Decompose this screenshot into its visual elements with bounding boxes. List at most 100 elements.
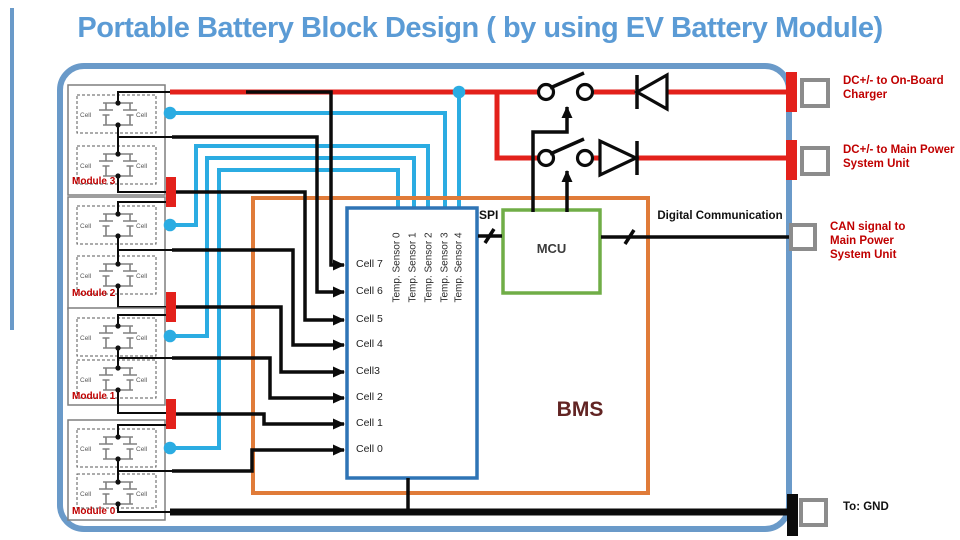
dc-onboard-charger-label: DC+/- to On-Board Charger [843,75,944,102]
cell-text: Cell [136,273,148,280]
cell-text: Cell [136,377,148,384]
module-3: Cell Cell Cell Cell [67,84,172,196]
cell-text: Cell [80,112,92,119]
switch-blade [549,137,585,156]
junction-dot [115,261,121,267]
bus-wiring [478,228,792,245]
module-junction-bar [166,399,176,429]
module-2-label: Module 2 [72,288,116,299]
bms-label: BMS [556,398,604,421]
diode-discharge [598,138,640,178]
temp-probe-dot [163,106,177,120]
temp-probe-dot [163,218,177,232]
cell-text: Cell [136,491,148,498]
switch-control-wiring [531,106,573,212]
switch-contact [575,148,595,168]
mcu-box [501,208,602,295]
afe-cell0-label: Cell 0 [356,443,383,455]
switch-contact [536,148,556,168]
temp-probe-dot [163,441,177,455]
diode-charge [633,72,669,112]
cell3-wire [176,305,345,378]
cell6-wire [172,135,345,298]
afe-cell6-label: Cell 6 [356,285,383,297]
diagram-container-border [57,63,792,532]
afe-cell5-label: Cell 5 [356,313,383,325]
module-2-taps [117,201,172,308]
module-0: Cell Cell Cell Cell [67,419,172,521]
module-0-taps [117,424,172,513]
cell-text: Cell [136,446,148,453]
afe-cell7-label: Cell 7 [356,258,383,270]
cell-text: Cell [136,112,148,119]
page-title: Portable Battery Block Design ( by using… [77,12,883,44]
cell0-wire [172,444,345,473]
temp-probe-dot [452,85,466,99]
can-signal-label: CAN signal to Main Power System Unit [830,221,906,262]
cell-text: Cell [80,335,92,342]
dc-main-power-label: DC+/- to Main Power System Unit [843,144,955,171]
connector-square-main [800,146,830,176]
cell5-wire [176,190,345,326]
cell-text: Cell [80,223,92,230]
cell7-wire [246,90,345,271]
cell4-wire [172,248,345,351]
temp-sensor-4-label: Temp. Sensor 4 [453,232,465,303]
module-1-taps [117,314,172,414]
connector-square-can [789,223,817,251]
cell-text: Cell [80,491,92,498]
gnd-label: To: GND [843,501,889,513]
cell1-wire [176,412,345,430]
afe-cell1-label: Cell 1 [356,417,383,429]
cell-text: Cell [80,377,92,384]
switch-contact [575,82,595,102]
afe-cell3-label: Cell3 [356,365,380,377]
junction-dot [115,456,121,462]
temp-sensor-2-label: Temp. Sensor 2 [423,232,435,303]
connector-square-charger [800,78,830,108]
module-0-label: Module 0 [72,506,116,517]
temp-sensor-0-label: Temp. Sensor 0 [391,232,403,303]
module-1: Cell Cell Cell Cell [67,307,172,414]
cell2-wire [172,356,345,404]
junction-dot [115,173,121,179]
module-1-label: Module 1 [72,391,116,402]
cell-text: Cell [136,335,148,342]
junction-dot [115,283,121,289]
switch-blade [549,71,585,90]
temp-wire-module1 [170,156,416,338]
connector-square-gnd [799,498,828,527]
power-terminal-bar [786,140,797,180]
cell-text: Cell [80,273,92,280]
power-wiring [170,72,797,180]
power-line-branch [494,92,543,161]
cell-text: Cell [136,223,148,230]
temp-sensor-wiring [163,85,466,455]
junction-dot [115,233,121,239]
digital-comm-slash [623,229,636,245]
switch-2 [536,137,595,168]
mcu-label: MCU [536,241,567,256]
temp-wire-module0 [170,168,400,450]
junction-dot [115,501,121,507]
junction-dot [115,479,121,485]
junction-dot [115,211,121,217]
junction-dot [115,387,121,393]
module-3-label: Module 3 [72,176,116,187]
temp-wire-module2 [170,144,430,227]
temp-probe-dot [163,329,177,343]
diode-triangle-left [633,72,669,112]
junction-dot [115,151,121,157]
junction-dot [115,323,121,329]
module-3-taps [117,91,172,193]
temp-wire-module3 [170,111,447,208]
afe-box [345,206,479,480]
bms-box [251,196,650,495]
junction-dot [115,345,121,351]
afe-cell2-label: Cell 2 [356,391,383,403]
gnd-terminal-bar [787,494,798,536]
cell-text: Cell [80,446,92,453]
junction-dot [115,100,121,106]
